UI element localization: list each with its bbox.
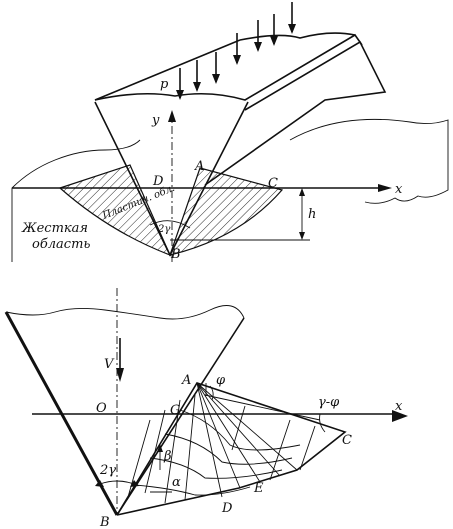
- top-label-C: C: [268, 176, 278, 191]
- bottom-label-G: G: [170, 403, 180, 418]
- top-label-rigid-1: Жесткая: [21, 221, 88, 236]
- top-label-p: p: [160, 77, 169, 92]
- top-label-y: y: [151, 113, 160, 128]
- force-v-head: [116, 368, 124, 382]
- wedge-top-face: [94, 33, 363, 101]
- top-label-A: A: [194, 159, 204, 174]
- slip-lines-beta: [127, 394, 316, 504]
- bottom-label-alpha: α: [172, 475, 181, 490]
- pressure-arrows: [176, 2, 296, 100]
- top-y-arrowhead: [168, 110, 176, 122]
- wedge-top-back: [239, 32, 356, 41]
- bottom-label-C: C: [342, 433, 352, 448]
- slip-field-outline: [116, 382, 347, 516]
- bottom-label-x: x: [395, 399, 403, 414]
- bottom-label-phi: φ: [216, 373, 226, 388]
- wedge-top-edge: [5, 305, 245, 320]
- plastic-zone-right: [169, 167, 284, 256]
- bottom-label-V: V: [104, 357, 115, 372]
- bottom-label-D: D: [221, 501, 233, 516]
- ground-surface-right: [289, 118, 449, 204]
- top-angle-arc: [149, 220, 191, 229]
- slip-lines-alpha: [134, 394, 321, 496]
- top-x-arrowhead: [378, 184, 392, 192]
- phi-arc: [209, 385, 214, 401]
- bottom-label-angle: 2γ: [99, 463, 116, 478]
- wedge-right-face: [204, 40, 387, 186]
- top-figure: p y x A B C D h 2γ Пластич. обл. Жесткая…: [11, 2, 449, 262]
- top-label-rigid-2: область: [32, 237, 90, 252]
- bottom-angle-arc: [99, 480, 135, 485]
- bottom-figure: V O G A B C D E x φ γ-φ α β 2γ: [4, 288, 408, 529]
- wedge-right-edge: [116, 317, 245, 516]
- bottom-label-B: B: [99, 515, 110, 529]
- bottom-label-gamma-phi: γ-φ: [318, 395, 340, 410]
- bottom-x-arrowhead: [392, 410, 408, 422]
- top-label-x: x: [395, 182, 403, 197]
- bottom-label-beta: β: [163, 449, 172, 464]
- top-label-D: D: [152, 174, 164, 189]
- ground-surface-left: [11, 139, 141, 262]
- bottom-label-A: A: [181, 373, 191, 388]
- top-label-h: h: [308, 207, 316, 222]
- top-label-angle: 2γ: [157, 224, 170, 235]
- top-label-B: B: [170, 247, 181, 262]
- bottom-label-E: E: [253, 481, 264, 496]
- wedge-top-left-edge: [94, 39, 241, 101]
- bottom-label-O: O: [96, 401, 107, 416]
- gamma-phi-arc: [319, 413, 326, 433]
